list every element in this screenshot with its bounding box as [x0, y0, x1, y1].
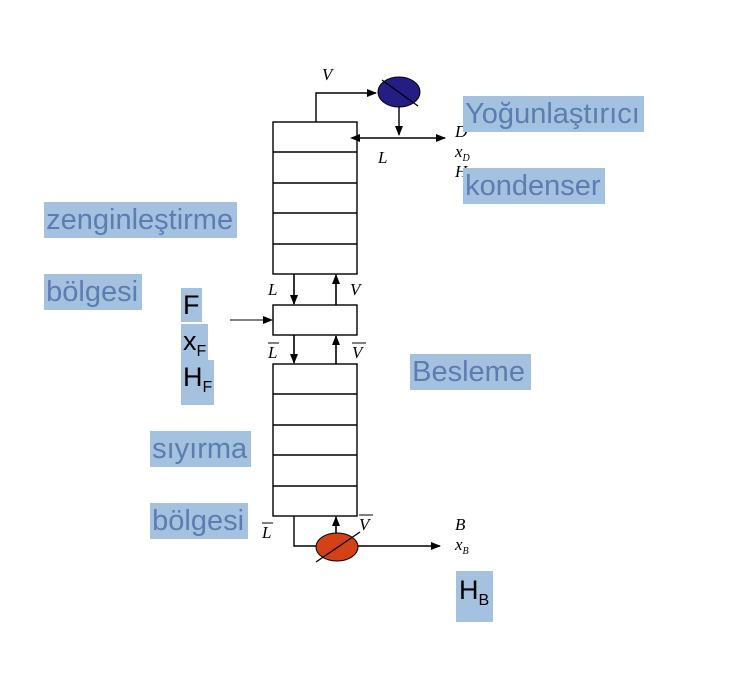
lower-liquid-label: L — [267, 343, 277, 362]
bottoms-enthalpy-symbol: HB — [456, 571, 494, 622]
enriching-section-label: zenginleştirme bölgesi — [28, 166, 238, 310]
feed-label-text: Besleme — [410, 354, 531, 390]
reflux-label: L — [377, 148, 387, 167]
stripping-section-column — [272, 363, 358, 517]
lower-vapor-label: V — [352, 343, 365, 362]
stripping-label-line1: sıyırma — [150, 431, 252, 467]
condenser-icon — [377, 76, 421, 108]
stripping-label-line2: bölgesi — [150, 503, 249, 539]
enriching-section-column — [272, 121, 358, 275]
bottoms-label: B — [455, 515, 466, 534]
bottom-liquid-line — [293, 516, 318, 547]
feed-enthalpy-symbol: HF — [181, 360, 215, 405]
upper-liquid-label: L — [267, 280, 277, 299]
feed-label: Besleme — [394, 318, 531, 390]
reboiler-icon — [315, 531, 361, 563]
top-vapor-label: V — [322, 65, 335, 84]
reboiler-vapor-label: V — [359, 515, 372, 534]
distillate-composition-label: xD — [454, 142, 471, 164]
condenser-label: Yoğunlaştırıcı kondenser — [447, 60, 644, 204]
feed-tray — [272, 304, 358, 336]
enriching-label-line2: bölgesi — [44, 274, 143, 310]
condenser-label-line1: Yoğunlaştırıcı — [463, 96, 644, 132]
top-vapor-line — [315, 89, 377, 122]
upper-vapor-label: V — [350, 280, 363, 299]
bottoms-composition-label: xB — [454, 535, 469, 557]
feed-flow-symbol: F — [181, 288, 202, 322]
stripping-section-label: sıyırma bölgesi — [134, 395, 252, 539]
condenser-label-line2: kondenser — [463, 168, 605, 204]
reboiler-liquid-label: L — [261, 523, 271, 542]
enriching-label-line1: zenginleştirme — [44, 202, 238, 238]
